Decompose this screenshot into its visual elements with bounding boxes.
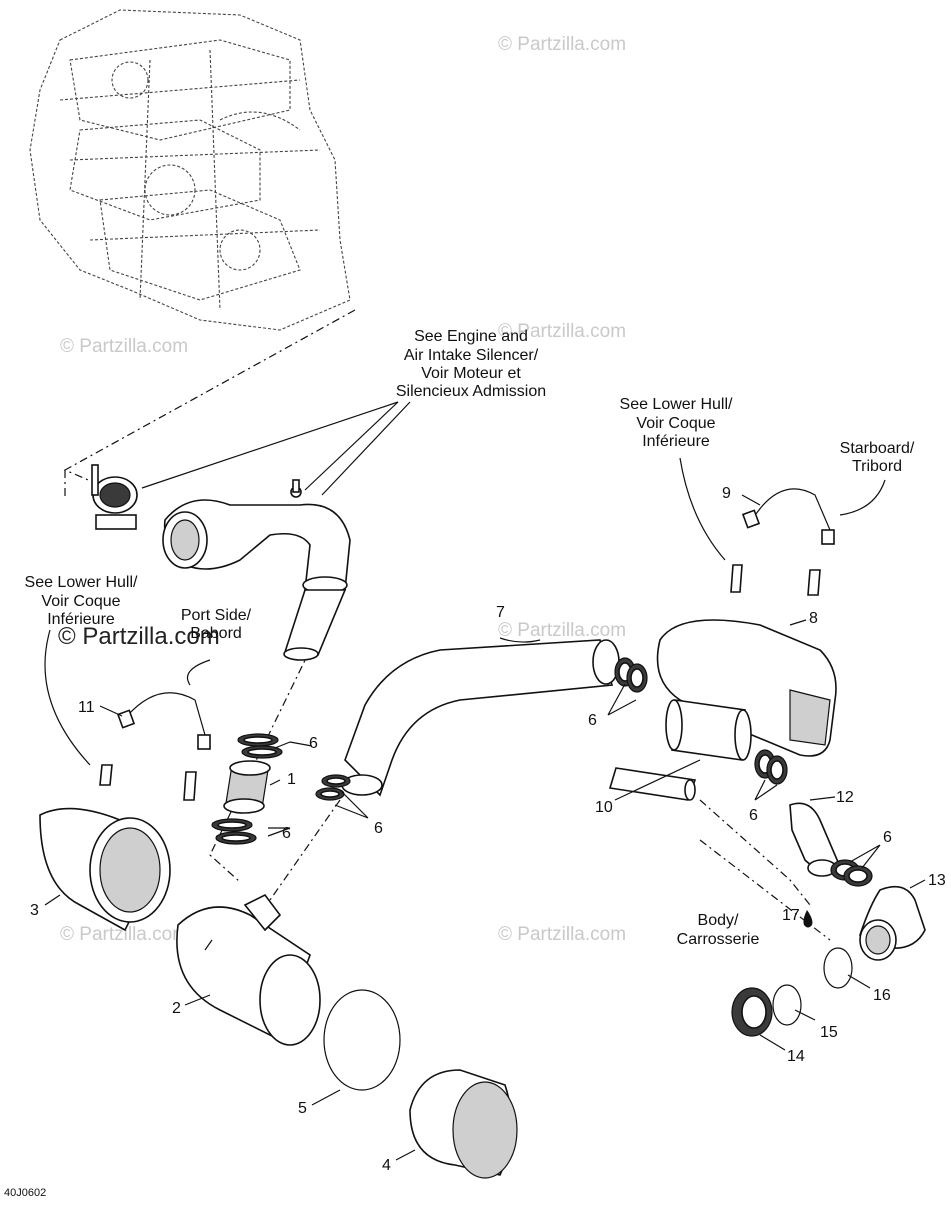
seal-part-15 [772,984,802,1026]
callout-line: Starboard/ [840,440,915,457]
callout-line: See Engine and [414,328,528,345]
nut-part-14 [731,987,773,1037]
strap-part-9 [730,488,835,596]
part-number: 17 [782,907,800,924]
band-part-5 [323,989,401,1091]
exhaust-pipe-part-7 [341,639,620,797]
part-number: 6 [282,825,291,842]
clamp-pair-muffler-outlet [754,749,788,785]
callout-body: Body/ Carrosserie [677,912,760,948]
callout-line: Tribord [852,458,902,475]
strap-part-11 [99,692,211,801]
callout-line: See Lower Hull/ [620,396,734,413]
part-number: 8 [809,610,818,627]
sealant-drop-part-17 [803,910,813,928]
clamp-pair-muffler-inlet [614,657,648,693]
end-cap-part-4 [409,1069,518,1179]
assembly-lines [63,309,831,941]
callout-see-lower-hull-right: See Lower Hull/ Voir Coque Inférieure [620,396,734,450]
watermark: © Partzilla.com [498,620,626,641]
muffler-part-8 [656,619,837,761]
part-number: 3 [30,902,39,919]
muffler-can-part-2 [176,893,321,1046]
callout-line: Voir Coque [41,593,120,610]
callout-line: Inférieure [642,433,710,450]
part-number: 6 [588,712,597,729]
cover-part-3 [39,807,171,932]
callout-line: Babord [190,625,242,642]
watermark: © Partzilla.com [60,336,188,357]
elbow-part-13 [859,885,926,961]
part-number: 5 [298,1100,307,1117]
watermark-group: © Partzilla.com © Partzilla.com © Partzi… [58,34,626,945]
exhaust-manifold-pipe [91,464,351,661]
watermark-prominent: © Partzilla.com [58,623,220,650]
engine-reference [29,9,351,331]
part-number: 6 [374,820,383,837]
watermark: © Partzilla.com [498,34,626,55]
part-number: 13 [928,872,946,889]
part-number: 4 [382,1157,391,1174]
part-number: 6 [749,807,758,824]
callout-line: Silencieux Admission [396,383,546,400]
callout-line: Body/ [698,912,739,929]
part-number: 16 [873,987,891,1004]
leader-lines [44,401,926,1161]
watermark: © Partzilla.com [498,924,626,945]
part-number: 15 [820,1024,838,1041]
callout-see-lower-hull-left: See Lower Hull/ Voir Coque Inférieure [25,574,139,628]
part-number: 11 [78,699,95,716]
callout-line: Carrosserie [677,931,760,948]
o-ring-part-16 [823,947,853,989]
callout-line: Voir Coque [636,415,715,432]
part-number: 10 [595,799,613,816]
callout-line: See Lower Hull/ [25,574,139,591]
watermark: © Partzilla.com [498,321,626,342]
part-number: 1 [287,771,296,788]
callout-port-side: Port Side/ Babord [181,607,252,642]
clamp-pair-upper [237,733,283,759]
part-number: 12 [836,789,854,806]
clamp-pair-hose12 [830,859,873,887]
part-number-labels: 9 8 7 11 6 1 6 6 6 10 12 6 6 13 17 16 15… [30,485,946,1174]
coupling-sleeve-part-1 [223,760,271,814]
part-number: 9 [722,485,731,502]
clamp-pair-lower [211,818,257,845]
hose-part-10 [608,767,697,801]
part-number: 14 [787,1048,805,1065]
watermark: © Partzilla.com [60,924,188,945]
part-number: 6 [883,829,892,846]
callout-line: Air Intake Silencer/ [404,347,539,364]
callout-line: Port Side/ [181,607,252,624]
callout-starboard: Starboard/ Tribord [840,440,915,475]
part-number: 7 [496,604,505,621]
callout-see-engine: See Engine and Air Intake Silencer/ Voir… [396,328,546,400]
diagram-code: 40J0602 [4,1187,46,1199]
hose-part-12 [789,802,839,877]
part-number: 2 [172,1000,181,1017]
part-number: 6 [309,735,318,752]
callout-line: Inférieure [47,611,115,628]
callout-line: Voir Moteur et [421,365,521,382]
